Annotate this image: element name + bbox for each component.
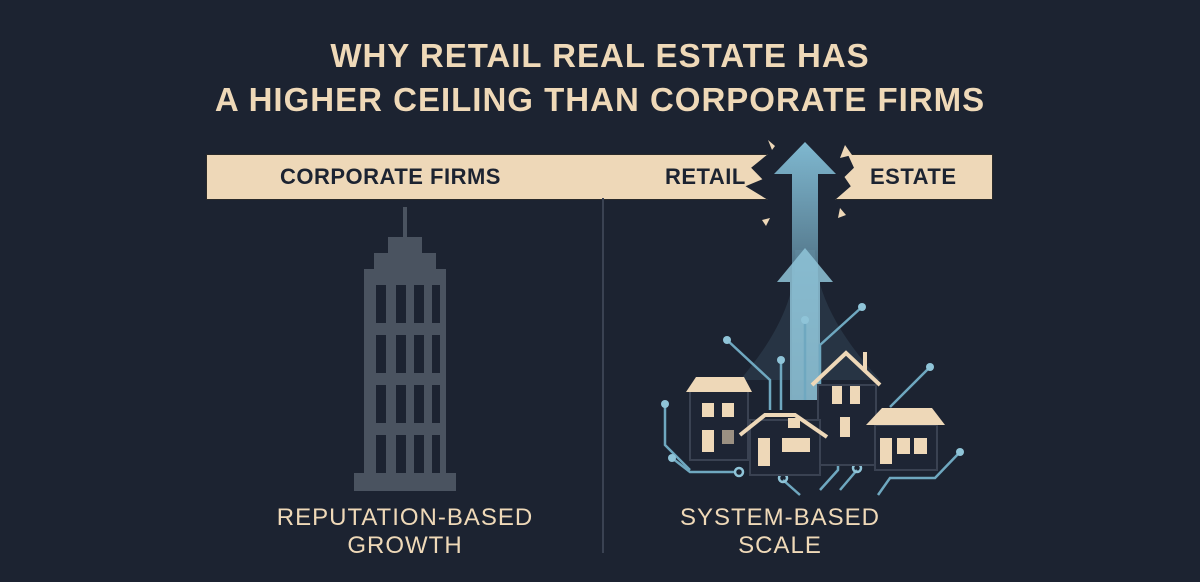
skyscraper-icon: [354, 207, 456, 491]
caption-left-line-2: GROWTH: [347, 532, 463, 559]
banner-right: [835, 154, 993, 200]
caption-right-line-1: SYSTEM-BASED: [679, 504, 881, 531]
caption-right-line-2: SCALE: [738, 532, 822, 559]
banner-label-corporate: CORPORATE FIRMS: [280, 164, 501, 189]
caption-left-line-1: REPUTATION-BASED: [276, 504, 534, 531]
banner-left: [206, 154, 768, 200]
title-line-2: A HIGHER CEILING THAN CORPORATE FIRMS: [214, 81, 986, 118]
title-line-1: WHY RETAIL REAL ESTATE HAS: [330, 37, 870, 74]
banner-label-estate: ESTATE: [870, 164, 957, 189]
center-divider: [602, 198, 604, 553]
caption-left: REPUTATION-BASED GROWTH: [260, 504, 550, 560]
houses-network-arrow-icon: [661, 140, 964, 496]
caption-right: SYSTEM-BASED SCALE: [640, 504, 920, 560]
banner-label-retail: RETAIL: [665, 164, 746, 189]
